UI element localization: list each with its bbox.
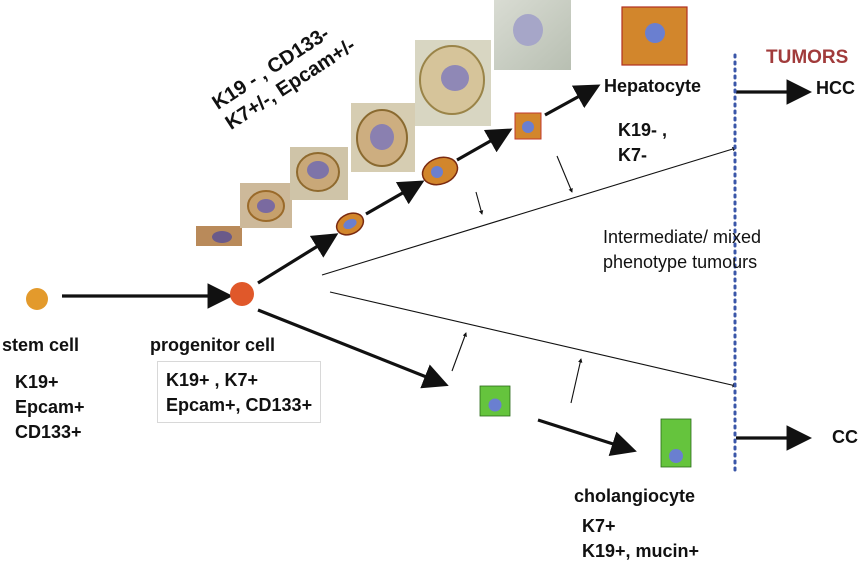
stem-cell-icon <box>26 288 48 310</box>
progenitor-marker-1: K19+ , K7+ <box>166 370 259 390</box>
mixed-tumours-label: Intermediate/ mixed phenotype tumours <box>603 225 761 275</box>
arrow-transit-1-to-transit-2 <box>365 180 425 216</box>
stem-cell-label: stem cell <box>2 335 80 355</box>
micrograph-1 <box>196 226 242 246</box>
hepatocyte-marker-2: K7- <box>618 145 648 165</box>
cholangiocyte-markers: K7+ K19+, mucin+ <box>582 514 699 564</box>
cholangiocyte-marker-1: K7+ <box>582 516 616 536</box>
micrograph-6 <box>494 0 571 70</box>
hepatocyte-label: Hepatocyte <box>604 76 702 96</box>
stem-marker-2: Epcam+ <box>15 397 85 417</box>
arrow-to-hepatocyte <box>544 84 601 117</box>
hepatocyte-markers: K19- , K7- <box>618 118 667 168</box>
tumors-heading: TUMORS <box>766 47 849 68</box>
cholangiocyte-label: cholangiocyte <box>574 486 696 506</box>
progenitor-markers-box: K19+ , K7+ Epcam+, CD133+ <box>157 361 322 423</box>
transit-cell-2-icon <box>421 156 459 186</box>
lineage-arrows <box>62 79 813 456</box>
cholangiocyte-small-icon <box>479 385 511 417</box>
transit-cell-1-icon <box>335 212 365 236</box>
cholangiocyte-icon <box>660 418 692 468</box>
mixed-tumours-line-1: Intermediate/ mixed <box>603 227 762 247</box>
thin-arrows <box>321 146 737 404</box>
cholangiocyte-marker-2: K19+, mucin+ <box>582 541 700 561</box>
hepatocyte-icon <box>621 6 688 66</box>
arrow-hep-down-2 <box>556 155 573 193</box>
stem-marker-3: CD133+ <box>15 422 82 442</box>
progenitor-marker-2: Epcam+, CD133+ <box>166 395 313 415</box>
micrograph-series <box>196 0 571 246</box>
arrow-progenitor-to-transit-1 <box>257 233 339 285</box>
micrograph-4 <box>351 103 415 172</box>
hepatocyte-small-icon <box>514 112 542 140</box>
cc-label: CC <box>832 427 858 447</box>
arrow-cholangiocyte-to-mature <box>537 418 637 456</box>
hepatocyte-marker-1: K19- , <box>618 120 668 140</box>
hcc-label: HCC <box>816 78 855 98</box>
progenitor-cell-icon <box>230 282 254 306</box>
stem-cell-markers: K19+ Epcam+ CD133+ <box>15 370 85 445</box>
micrograph-2 <box>240 183 292 228</box>
arrow-hep-down-1 <box>475 191 484 215</box>
arrow-transit-2-to-hepatocyte-small <box>456 128 513 162</box>
arrow-to-mixed-upper <box>321 146 737 276</box>
micrograph-5 <box>415 40 491 126</box>
progenitor-cell-label: progenitor cell <box>150 335 276 355</box>
stem-marker-1: K19+ <box>15 372 59 392</box>
arrow-progenitor-to-cholangiocyte <box>257 308 449 389</box>
mixed-tumours-line-2: phenotype tumours <box>603 252 758 272</box>
arrow-chol-up-1 <box>451 332 467 372</box>
arrow-to-mixed-lower <box>329 291 737 388</box>
micrograph-3 <box>290 147 348 200</box>
arrow-chol-up-2 <box>570 358 583 404</box>
